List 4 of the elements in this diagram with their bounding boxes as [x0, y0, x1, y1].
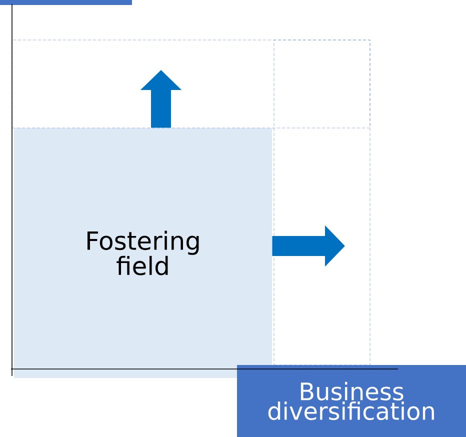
- title-box: Business diversification: [237, 365, 466, 437]
- field-box: Fostering field: [14, 128, 272, 378]
- dashed-box: [274, 40, 370, 366]
- dashed-box: [12, 40, 370, 128]
